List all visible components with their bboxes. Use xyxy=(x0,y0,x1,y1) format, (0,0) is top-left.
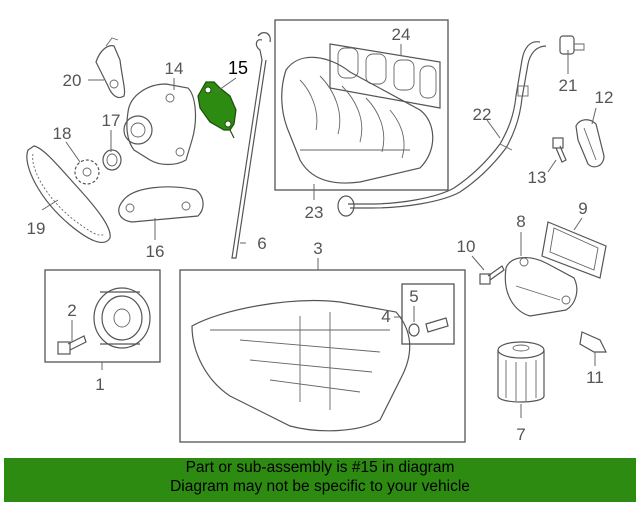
callout-19: 19 xyxy=(27,219,46,238)
callout-3: 3 xyxy=(313,239,322,258)
callout-2: 2 xyxy=(67,301,76,320)
callout-8: 8 xyxy=(516,212,525,231)
leader-lines xyxy=(41,44,597,418)
callout-12: 12 xyxy=(595,88,614,107)
callout-9: 9 xyxy=(578,199,587,218)
fitment-banner: Part or sub-assembly is #15 in diagram D… xyxy=(4,458,636,502)
callout-1: 1 xyxy=(95,375,104,394)
oil-pan-box xyxy=(179,269,466,443)
callout-16: 16 xyxy=(146,242,165,261)
part-16-chain-guide xyxy=(118,186,204,223)
callout-21: 21 xyxy=(559,76,578,95)
part-12-solenoid xyxy=(575,119,605,168)
part-17-seal-ring xyxy=(102,149,122,171)
part-15-bracket-highlighted xyxy=(197,81,237,139)
part-18-sprocket xyxy=(74,159,100,185)
part-19-chain xyxy=(26,145,111,243)
part-1-pulley xyxy=(93,287,151,349)
part-11-sensor xyxy=(579,331,607,353)
part-7-oil-filter xyxy=(497,341,545,403)
callout-17: 17 xyxy=(102,111,121,130)
callout-15-highlighted: 15 xyxy=(228,58,248,78)
part-3-oil-pan xyxy=(191,299,411,432)
part-2-bolt xyxy=(57,335,87,355)
callout-6: 6 xyxy=(257,234,266,253)
callout-4: 4 xyxy=(381,307,390,326)
callout-13: 13 xyxy=(528,168,547,187)
callout-24: 24 xyxy=(392,25,411,44)
part-24-gasket xyxy=(329,43,441,109)
callout-5: 5 xyxy=(409,287,418,306)
part-9-gasket xyxy=(541,221,607,279)
part-23-intake-manifold xyxy=(281,56,434,184)
callout-14: 14 xyxy=(165,59,184,78)
banner-line-1: Part or sub-assembly is #15 in diagram xyxy=(185,459,455,476)
part-21-sensor xyxy=(559,35,585,55)
part-8-housing xyxy=(504,257,578,317)
part-10-bolt xyxy=(479,265,505,285)
callout-18: 18 xyxy=(53,124,72,143)
seal-box xyxy=(401,283,455,345)
part-14-oil-pump xyxy=(123,83,197,166)
banner-line-2: Diagram may not be specific to your vehi… xyxy=(170,478,470,495)
callout-10: 10 xyxy=(457,237,476,256)
callout-11: 11 xyxy=(586,368,604,387)
part-6-dipstick xyxy=(231,32,271,259)
callout-23: 23 xyxy=(305,203,324,222)
callout-20: 20 xyxy=(63,71,82,90)
part-20-tensioner-arm xyxy=(95,37,126,99)
part-22-pcv-tube xyxy=(337,41,547,217)
callout-7: 7 xyxy=(516,425,525,444)
callout-22: 22 xyxy=(473,105,492,124)
callout-labels: 1 2 3 4 5 6 7 8 9 10 11 12 13 14 15 16 1… xyxy=(27,25,614,444)
part-13-bolt xyxy=(552,137,567,163)
part-5-washer xyxy=(408,317,449,337)
manifold-box xyxy=(274,19,449,191)
